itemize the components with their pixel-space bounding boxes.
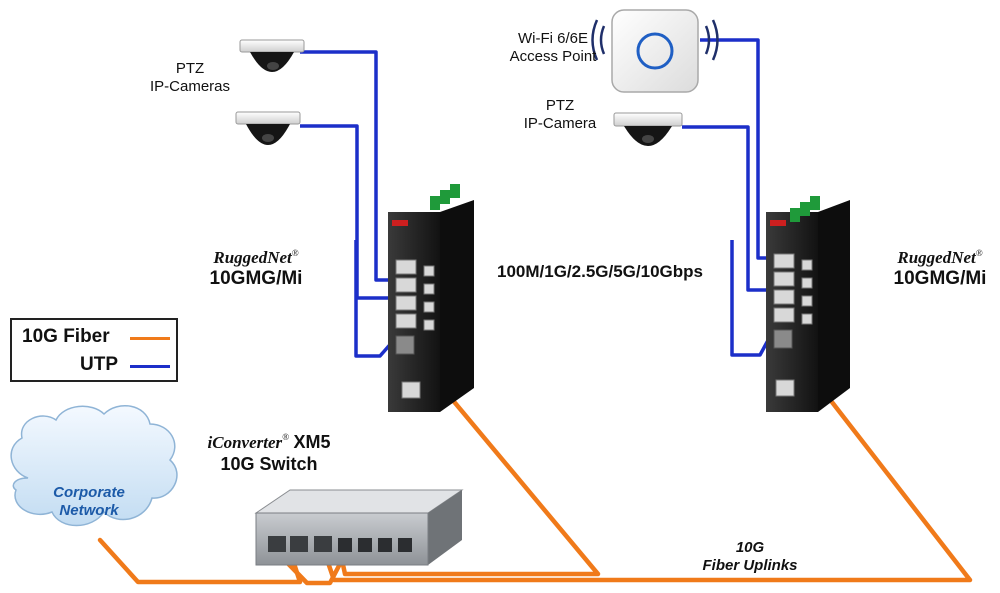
ptz-camera-label-line2: IP-Camera bbox=[523, 114, 597, 132]
right-switch-brand-name: RuggedNet bbox=[897, 248, 976, 267]
wifi-access-point-icon bbox=[591, 9, 719, 93]
wifi-ap-label-line2: Access Point bbox=[509, 47, 597, 65]
speed-label: 100M/1G/2.5G/5G/10Gbps bbox=[497, 262, 703, 281]
core-switch-title: iConverter® XM5 bbox=[176, 432, 362, 454]
industrial-switch-icon bbox=[388, 184, 474, 412]
legend-item-fiber: 10G Fiber bbox=[12, 324, 176, 352]
cloud-label-line1: Corporate bbox=[53, 484, 125, 501]
ptz-cameras-label: PTZ IP-Cameras bbox=[138, 60, 242, 95]
utp-cable-camera-2 bbox=[300, 124, 394, 300]
cloud-label-line2: Network bbox=[59, 501, 119, 519]
legend-fiber-label: 10G Fiber bbox=[22, 326, 110, 347]
fiber-uplinks-label-line2: Fiber Uplinks bbox=[702, 556, 798, 574]
left-switch-reg-mark: ® bbox=[291, 248, 299, 258]
utp-cable-camera-3 bbox=[682, 125, 772, 292]
core-switch-model: XM5 bbox=[293, 432, 331, 452]
right-switch-label: RuggedNet® 10GMG/Mi bbox=[880, 248, 1000, 290]
utp-cable-wifi-ap bbox=[700, 38, 772, 260]
left-switch-model: 10GMG/Mi bbox=[209, 268, 303, 290]
left-switch-label: RuggedNet® 10GMG/Mi bbox=[196, 248, 316, 290]
legend: 10G Fiber UTP bbox=[10, 318, 178, 382]
rack-switch-icon bbox=[254, 489, 464, 566]
fiber-uplinks-label-line1: 10G bbox=[735, 539, 765, 556]
dome-camera-icon bbox=[613, 112, 683, 146]
core-switch-brand: iConverter bbox=[207, 433, 283, 452]
ptz-camera-label-line1: PTZ bbox=[545, 97, 575, 114]
industrial-switch-icon bbox=[766, 196, 850, 412]
cloud-label: Corporate Network bbox=[40, 484, 138, 519]
right-switch-brand: RuggedNet® bbox=[880, 248, 1000, 268]
ptz-cameras-label-line1: PTZ bbox=[175, 60, 205, 77]
ptz-cameras-label-line2: IP-Cameras bbox=[149, 77, 231, 95]
core-switch-subtitle: 10G Switch bbox=[220, 453, 318, 474]
legend-item-utp: UTP bbox=[12, 352, 176, 380]
legend-utp-swatch bbox=[130, 365, 170, 368]
wifi-ap-label-line1: Wi-Fi 6/6E bbox=[517, 30, 588, 47]
core-switch-label: iConverter® XM5 10G Switch bbox=[176, 432, 362, 475]
dome-camera-icon bbox=[239, 39, 305, 72]
right-switch-reg-mark: ® bbox=[975, 248, 983, 258]
dome-camera-icon bbox=[235, 111, 301, 145]
core-switch-reg-mark: ® bbox=[282, 432, 289, 442]
legend-fiber-swatch bbox=[130, 337, 170, 340]
ptz-camera-label: PTZ IP-Camera bbox=[510, 97, 610, 132]
utp-cables bbox=[300, 38, 774, 358]
left-switch-brand: RuggedNet® bbox=[196, 248, 316, 268]
legend-utp-label: UTP bbox=[80, 354, 118, 375]
utp-cable-left-fiber-port bbox=[354, 240, 396, 358]
wifi-ap-label: Wi-Fi 6/6E Access Point bbox=[500, 30, 606, 65]
utp-cable-camera-1 bbox=[300, 50, 394, 282]
left-switch-brand-name: RuggedNet bbox=[213, 248, 292, 267]
cloud-icon bbox=[10, 405, 178, 527]
fiber-uplinks-label: 10G Fiber Uplinks bbox=[690, 539, 810, 574]
right-switch-model: 10GMG/Mi bbox=[893, 268, 987, 290]
